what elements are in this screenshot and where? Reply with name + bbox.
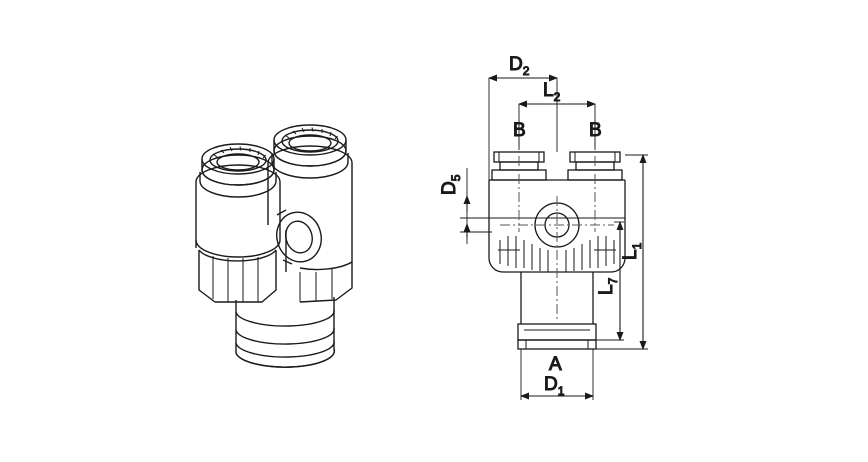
dimension-label-d2: D2: [509, 54, 530, 78]
center-port-lead-top: [276, 209, 287, 216]
left-body-block: [198, 250, 277, 303]
left-collet-cap-lines: [498, 152, 540, 162]
dimension-label-l7: L7: [596, 277, 620, 295]
right-block-facets: [299, 268, 333, 302]
right-collet-ring-bottom: [273, 135, 347, 167]
stem-band-arc-3: [235, 340, 335, 358]
iso-right-port: [267, 124, 353, 303]
lower-body-ribs: [498, 236, 616, 272]
left-body-block-top: [198, 249, 277, 262]
right-collet-bore: [288, 134, 332, 152]
stem-collar-ticks: [525, 340, 589, 349]
left-shoulder-step: [199, 172, 277, 198]
stem-sides: [520, 272, 594, 324]
dimension-l1: [596, 154, 648, 350]
right-collet-cap-lines: [574, 152, 616, 162]
center-port-lead-bottom: [282, 259, 293, 265]
upper-body-sides: [488, 180, 626, 232]
stem-end-arc: [235, 348, 336, 368]
left-collet-ring-bottom: [201, 154, 275, 186]
right-barrel-top-arc: [267, 145, 353, 164]
center-port-outer: [276, 211, 322, 263]
left-barrel-top-arc: [195, 164, 281, 183]
right-block-outline: [299, 262, 353, 303]
stem-band-arc-1: [235, 309, 335, 327]
left-collet-knurl: [212, 146, 266, 159]
left-barrel-bottom-arc: [195, 239, 281, 258]
iso-left-port: [195, 143, 281, 303]
dimension-l7: [596, 221, 624, 341]
dimension-annotations: D2 L2 B B D5: [438, 53, 648, 400]
dimension-label-b-left: B: [513, 120, 526, 141]
front-lower-stem: [517, 272, 597, 350]
left-collet-bore: [216, 153, 260, 171]
dimension-d2: [488, 74, 558, 180]
dimension-label-b-right: B: [589, 120, 602, 141]
dimension-d5: [460, 168, 492, 244]
dimension-label-d1: D1: [544, 374, 565, 398]
dimension-label-a: A: [549, 354, 562, 375]
dimension-label-d5: D5: [439, 174, 463, 195]
left-block-facets: [212, 256, 259, 302]
center-port-inner: [285, 220, 313, 254]
dimension-label-l1: L1: [620, 242, 644, 260]
right-shoulder-step: [271, 153, 349, 179]
right-barrel-bottom-arc: [299, 261, 353, 271]
iso-lower-stem: [235, 297, 336, 368]
isometric-view: [195, 124, 353, 368]
dimension-d1: [520, 349, 594, 400]
dimension-l2: [518, 100, 596, 150]
dimension-label-l2: L2: [543, 80, 561, 104]
stem-band-arc-2: [235, 327, 335, 345]
iso-center-port: [276, 209, 322, 265]
stem-collar-lower: [517, 339, 597, 350]
right-collet-knurl: [284, 127, 338, 140]
